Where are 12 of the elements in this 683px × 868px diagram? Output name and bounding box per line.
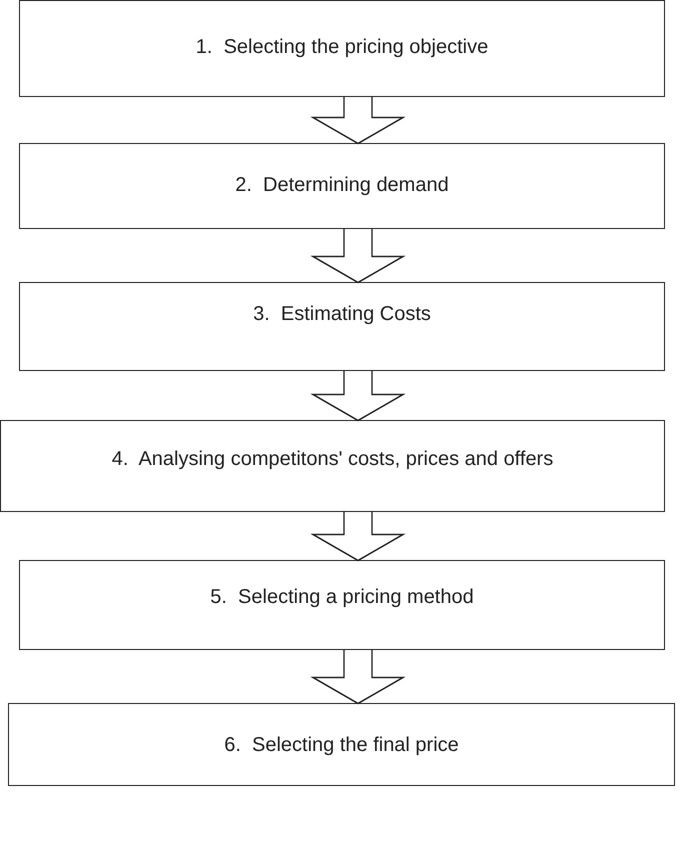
step-label: 1. Selecting the pricing objective [196, 36, 488, 59]
step-label: 4. Analysing competitons' costs, prices and offers [112, 448, 554, 471]
step-label: 2. Determining demand [235, 174, 449, 197]
step-box [19, 282, 665, 371]
step-box [19, 0, 665, 97]
step-label: 6. Selecting the final price [224, 734, 459, 757]
step-box [19, 143, 665, 229]
step-label: 3. Estimating Costs [253, 303, 431, 326]
step-label: 5. Selecting a pricing method [210, 586, 474, 609]
step-box [0, 420, 665, 512]
step-box [8, 703, 675, 786]
step-box [19, 560, 665, 650]
